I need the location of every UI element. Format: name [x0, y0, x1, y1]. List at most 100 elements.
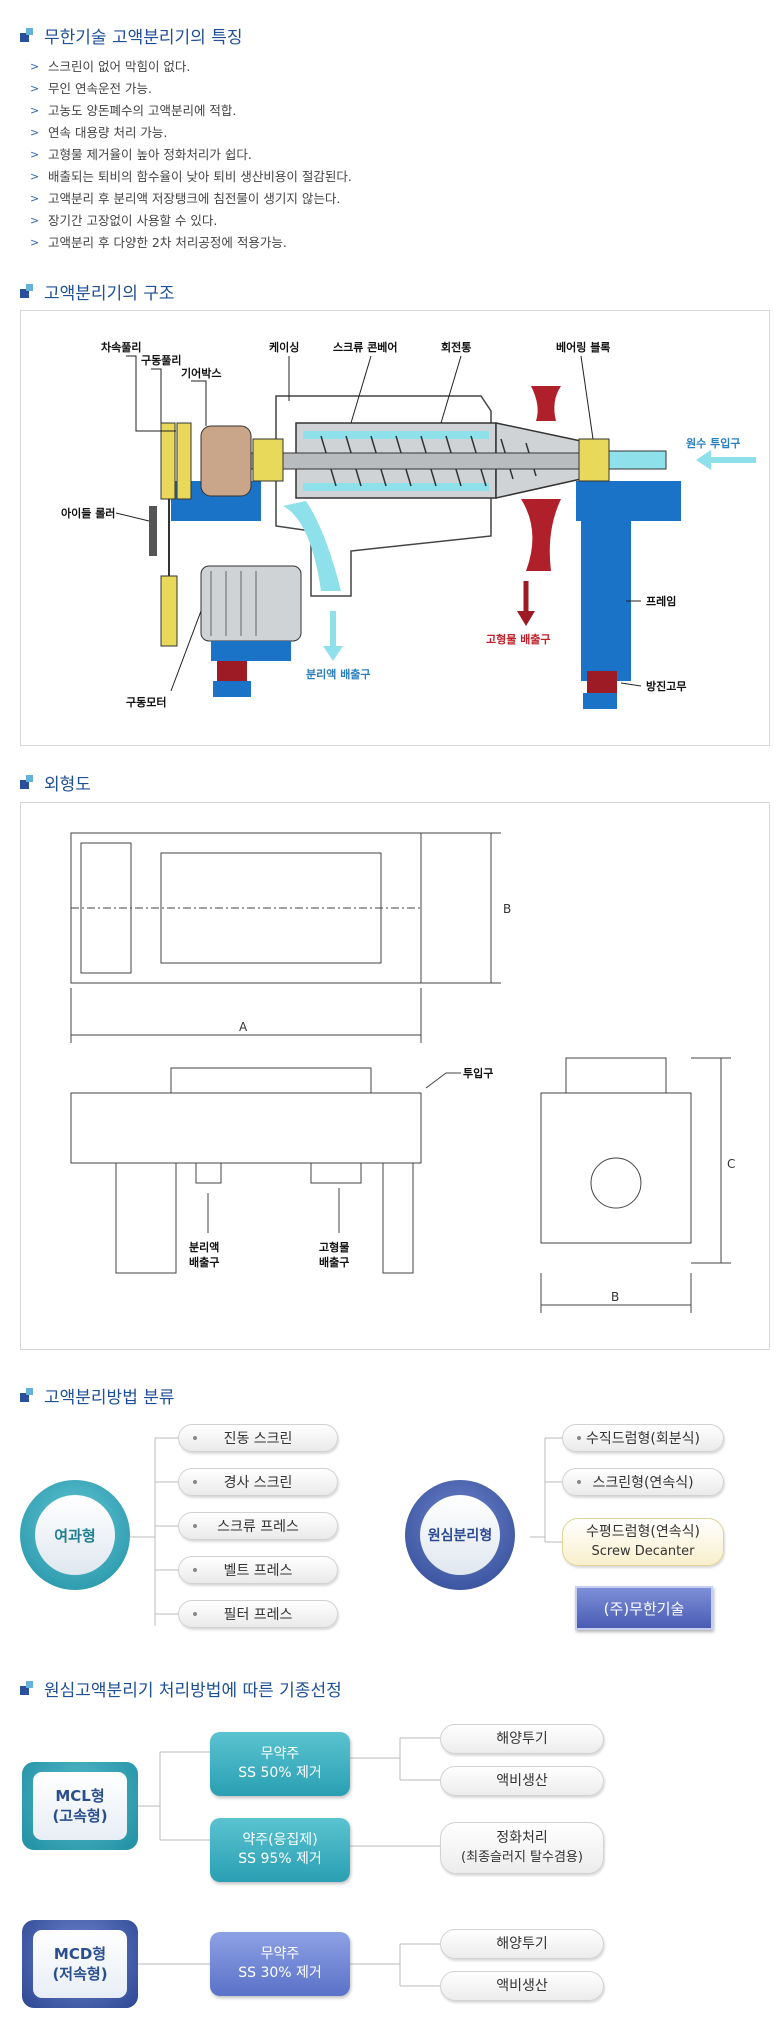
list-item: >장기간 고장없이 사용할 수 있다.: [30, 210, 352, 232]
filter-type-circle: 여과형: [20, 1480, 130, 1590]
mcl-option-coagulant: 약주(응집제) SS 95% 제거: [210, 1818, 350, 1882]
method-connector-lines: [130, 1437, 565, 1626]
chevron-right-icon: >: [30, 60, 40, 73]
side-view-body: [540, 1092, 692, 1244]
use-liquid-fertilizer-mcl: 액비생산: [440, 1766, 604, 1796]
label-liquid-outlet-line1: 분리액: [189, 1240, 219, 1254]
use-liquid-fertilizer-mcd: 액비생산: [440, 1971, 604, 2001]
features-title: 무한기술 고액분리기의 특징: [20, 24, 243, 48]
chevron-right-icon: >: [30, 148, 40, 161]
foot-right: [583, 693, 617, 709]
label-solid-outlet: 고형물 배출구: [486, 632, 551, 646]
list-item: >무인 연속운전 가능.: [30, 78, 352, 100]
features-list: >스크린이 없어 막힘이 없다. >무인 연속운전 가능. >고농도 양돈폐수의…: [30, 56, 352, 254]
bullet-square-icon: [20, 28, 34, 42]
label-raw-water-inlet: 원수 투입구: [686, 436, 740, 450]
use-purification: 정화처리 (최종슬러지 탈수겸용): [440, 1822, 604, 1874]
label-drive-motor: 구동모터: [126, 695, 166, 709]
side-view-drum: [590, 1157, 642, 1209]
mcd-model-badge: MCD형 (저속형): [22, 1920, 138, 2008]
filter-type-label: 여과형: [35, 1495, 115, 1575]
gearbox: [200, 425, 252, 497]
idle-roller-part: [149, 506, 157, 556]
outline-title: 외형도: [20, 771, 91, 795]
liquid-layer-bottom: [303, 483, 489, 491]
company-tag: (주)무한기술: [575, 1586, 713, 1630]
label-rotating-drum: 회전통: [441, 340, 471, 354]
list-item: >고액분리 후 분리액 저장탱크에 침전물이 생기지 않는다.: [30, 188, 352, 210]
filter-item-incline-screen: 경사 스크린: [178, 1468, 338, 1496]
front-view-solid-outlet: [310, 1162, 362, 1184]
bullet-square-icon: [20, 1388, 34, 1402]
use-ocean-dumping-mcd: 해양투기: [440, 1929, 604, 1959]
vibration-rubber-left: [217, 661, 247, 683]
label-bearing-block: 베어링 블록: [556, 340, 610, 354]
liquid-outlet-arrow-icon: [323, 611, 343, 661]
label-casing: 케이싱: [269, 340, 299, 354]
outline-drawing: B A C B 투입구 분리액 배출구 고형물 배출구: [70, 832, 735, 1313]
label-idle-roller: 아이들 롤러: [61, 506, 115, 520]
label-screw-conveyor: 스크류 콘베어: [333, 340, 398, 354]
selection-connector-lines: [138, 1737, 440, 1987]
list-item: >배출되는 퇴비의 함수율이 낮아 퇴비 생산비용이 절감된다.: [30, 166, 352, 188]
front-view-cover: [170, 1067, 372, 1094]
drive-pulley: [160, 422, 176, 500]
solid-discharge-top: [531, 386, 561, 421]
label-inlet: 투입구: [463, 1067, 493, 1080]
liquid-flow: [283, 501, 341, 591]
dimension-b-top: B: [503, 902, 511, 916]
chevron-right-icon: >: [30, 170, 40, 183]
filter-item-filter-press: 필터 프레스: [178, 1600, 338, 1628]
method-title: 고액분리방법 분류: [20, 1384, 175, 1408]
mcl-option-no-chemical: 무약주 SS 50% 제거: [210, 1732, 350, 1796]
motor-base: [211, 641, 291, 661]
speed-pulley: [176, 422, 192, 500]
bullet-square-icon: [20, 284, 34, 298]
bearing-left: [252, 438, 284, 482]
centrifugal-item-screen: 스크린형(연속식): [562, 1468, 724, 1496]
label-liquid-outlet: 분리액 배출구: [306, 667, 371, 681]
label-frame: 프레임: [646, 594, 676, 608]
leader-lines: [115, 355, 642, 692]
dimension-b-side: B: [611, 1290, 619, 1304]
front-view-motor: [115, 1162, 177, 1274]
front-view-body: [70, 1092, 422, 1164]
bullet-square-icon: [20, 1681, 34, 1695]
outline-drawing-box: B A C B 투입구 분리액 배출구 고형물 배출구: [20, 802, 770, 1350]
filter-item-belt-press: 벨트 프레스: [178, 1556, 338, 1584]
centrifugal-item-screw-decanter: 수평드럼형(연속식) Screw Decanter: [562, 1518, 724, 1566]
list-item: >고농도 양돈폐수의 고액분리에 적합.: [30, 100, 352, 122]
drive-motor: [200, 565, 302, 642]
mcd-model-name: MCD형: [53, 1945, 107, 1963]
motor-fins: [210, 571, 257, 636]
bearing-right: [578, 438, 610, 482]
decanter-structure-diagram: 차속풀리 구동풀리 기어박스 케이싱 스크류 콘베어 회전통 베어링 블록 원수…: [61, 340, 756, 709]
structure-title: 고액분리기의 구조: [20, 280, 175, 304]
filter-item-vibration-screen: 진동 스크린: [178, 1424, 338, 1452]
list-item: >고액분리 후 다양한 2차 처리공정에 적용가능.: [30, 232, 352, 254]
chevron-right-icon: >: [30, 192, 40, 205]
structure-diagram-box: 차속풀리 구동풀리 기어박스 케이싱 스크류 콘베어 회전통 베어링 블록 원수…: [20, 310, 770, 746]
foot-left: [213, 681, 251, 697]
front-view-liquid-outlet: [195, 1162, 222, 1184]
mcd-model-type: (저속형): [52, 1965, 108, 1983]
chevron-right-icon: >: [30, 104, 40, 117]
chevron-right-icon: >: [30, 214, 40, 227]
filter-item-screw-press: 스크류 프레스: [178, 1512, 338, 1540]
selection-title: 원심고액분리기 처리방법에 따른 기종선정: [20, 1677, 342, 1701]
bullet-square-icon: [20, 775, 34, 789]
label-speed-pulley: 차속풀리: [101, 340, 141, 354]
front-view-leg: [382, 1162, 414, 1274]
centrifugal-type-label: 원심분리형: [420, 1495, 500, 1575]
solid-discharge-bottom: [521, 499, 561, 571]
chevron-right-icon: >: [30, 236, 40, 249]
frame-leg: [581, 511, 631, 681]
label-vibration-rubber: 방진고무: [646, 679, 686, 693]
motor-pulley: [160, 575, 178, 647]
liquid-layer-top: [303, 431, 489, 439]
centrifugal-type-circle: 원심분리형: [405, 1480, 515, 1590]
vibration-rubber-right: [587, 671, 617, 696]
mcl-model-badge: MCL형 (고속형): [22, 1762, 138, 1850]
main-shaft: [235, 452, 627, 470]
centrifugal-item-vertical-drum: 수직드럼형(회분식): [562, 1424, 724, 1452]
